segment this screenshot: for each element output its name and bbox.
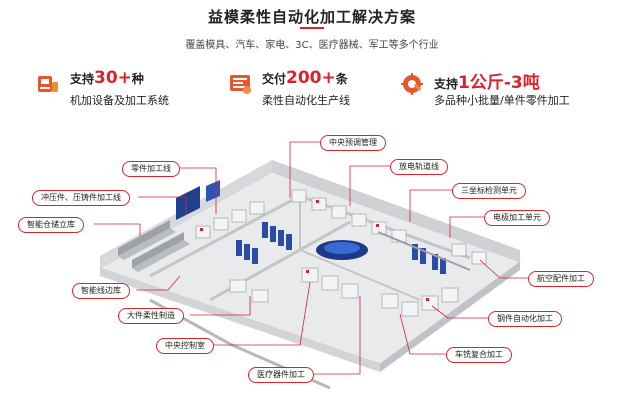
label-medical-line: 医疗器件加工 (248, 367, 314, 383)
label-turn-mill: 车铣复合加工 (446, 347, 512, 363)
stat-value: 1公斤-3吨 (458, 73, 540, 93)
stat-description: 机加设备及加工系统 (70, 94, 169, 107)
display-screen (176, 186, 200, 220)
partition-wall (299, 196, 421, 301)
factory-floor-edge-left (100, 268, 380, 372)
label-smart-edge-lib: 智能线边库 (72, 283, 130, 299)
production-line-icon (228, 72, 252, 96)
label-stamping-line: 冲压件、压铸件加工线 (32, 190, 130, 206)
conveyor-line (377, 231, 471, 271)
factory-machine-icon (36, 72, 60, 96)
back-wall-right (272, 160, 520, 262)
warehouse-racks (118, 220, 190, 272)
factory-floor-edge-right (380, 262, 520, 372)
label-central-control: 中央控制室 (156, 338, 214, 354)
display-screen (206, 180, 220, 202)
machine-accents (200, 200, 429, 301)
page-subtitle: 覆盖模具、汽车、家电、3C、医疗器械、军工等多个行业 (185, 40, 439, 51)
stat-value: 30+ (94, 68, 132, 88)
leader-lines (94, 141, 528, 375)
page-title: 益模柔性自动化加工解决方案 (207, 8, 416, 26)
label-large-flexible: 大件柔性制造 (118, 308, 184, 324)
label-parts-line: 零件加工线 (122, 161, 180, 177)
label-aerospace-parts: 航空配件加工 (528, 271, 594, 287)
label-central-preset: 中央预调管理 (320, 135, 386, 151)
label-electrode-unit: 电极加工单元 (484, 210, 550, 226)
stat-value: 200+ (286, 68, 336, 88)
blue-cabinets (236, 222, 446, 274)
label-cmm-unit: 三坐标检测单元 (452, 183, 526, 199)
label-discharge-rail: 放电轨道线 (390, 159, 448, 175)
label-steel-auto: 钢件自动化加工 (488, 311, 562, 327)
stat-description: 柔性自动化生产线 (262, 94, 350, 107)
gear-wrench-icon (400, 72, 424, 96)
title-underline (300, 27, 324, 29)
stat-description: 多品种小批量/单件零件加工 (434, 94, 570, 107)
machine-tools (195, 189, 487, 317)
label-smart-warehouse: 智能仓储立库 (18, 217, 84, 233)
